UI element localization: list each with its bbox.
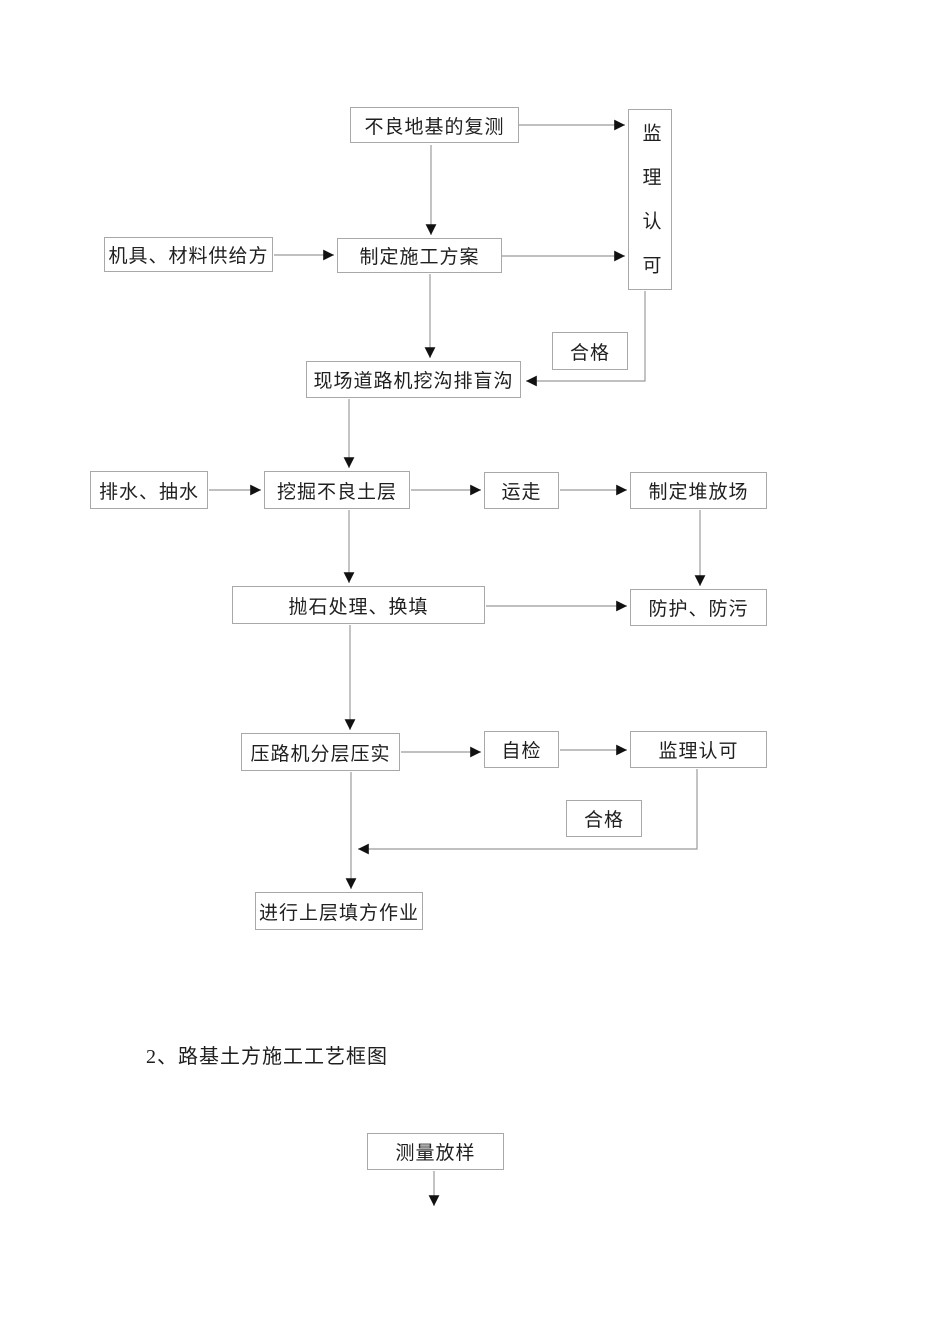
node-protection-antipollution: 防护、防污 — [630, 589, 767, 626]
node-riprap-replacement: 抛石处理、换填 — [232, 586, 485, 624]
node-upper-layer-filling: 进行上层填方作业 — [255, 892, 423, 930]
node-excavate-poor-soil: 挖掘不良土层 — [264, 471, 410, 509]
node-site-trench-blind-drain: 现场道路机挖沟排盲沟 — [306, 361, 521, 398]
node-equipment-material-supply: 机具、材料供给方 — [104, 237, 273, 272]
node-construction-plan: 制定施工方案 — [337, 238, 502, 273]
node-drainage-pumping: 排水、抽水 — [90, 471, 208, 509]
arrow-approval-to-trench — [526, 291, 646, 387]
node-haul-away: 运走 — [484, 472, 559, 509]
arrow-approval2-to-spine — [358, 769, 698, 855]
node-qualified-2: 合格 — [566, 800, 642, 837]
node-supervisor-approval-1: 监理认可 — [628, 109, 672, 299]
section-heading: 2、路基土方施工工艺框图 — [146, 1046, 388, 1068]
node-recheck-poor-foundation: 不良地基的复测 — [350, 107, 519, 143]
node-survey-layout: 测量放样 — [367, 1133, 504, 1170]
node-supervisor-approval-2: 监理认可 — [630, 731, 767, 768]
node-self-inspection: 自检 — [484, 731, 559, 768]
node-qualified-1: 合格 — [552, 332, 628, 370]
node-stockpile-site: 制定堆放场 — [630, 472, 767, 509]
node-roller-compaction: 压路机分层压实 — [241, 733, 400, 771]
